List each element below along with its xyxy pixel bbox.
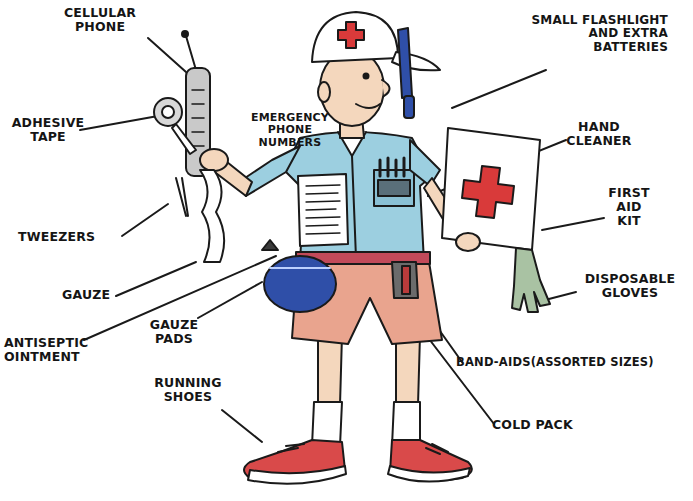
shoe-laces: [278, 444, 304, 452]
part-label: FIRST AID KIT: [604, 186, 654, 228]
tape-core: [162, 106, 174, 118]
band-aid-pouch: [402, 266, 410, 294]
leader-line: [148, 38, 186, 72]
sleeve: [410, 140, 440, 186]
red-cross: [338, 22, 364, 48]
leader-line: [116, 262, 196, 296]
nose: [382, 80, 390, 96]
part-label: SMALL FLASHLIGHT AND EXTRA BATTERIES: [528, 14, 668, 54]
smile: [356, 104, 380, 108]
red-cross: [462, 166, 514, 218]
emergency-list: [298, 174, 348, 246]
part-label: HAND CLEANER: [556, 120, 642, 148]
phone-keys: [192, 90, 204, 146]
antenna: [186, 36, 196, 70]
antenna-tip: [182, 31, 188, 37]
disposable-glove: [512, 248, 550, 312]
shirt-placket: [352, 156, 356, 258]
leg: [396, 335, 420, 405]
pack-zipper: [270, 267, 330, 269]
shoe-laces: [426, 444, 448, 454]
eye: [364, 74, 369, 79]
hand-cleaner-bottle: [378, 180, 410, 196]
part-label: BAND-AIDS(ASSORTED SIZES): [456, 356, 692, 369]
ear: [318, 82, 330, 102]
tape-roll: [154, 98, 182, 126]
tape-strip: [172, 124, 196, 154]
part-label: GAUZE: [62, 288, 122, 302]
fanny-pack: [264, 256, 336, 312]
part-label: COLD PACK: [492, 418, 602, 432]
part-label: GAUZE PADS: [142, 318, 206, 346]
leader-line: [542, 218, 604, 230]
leg: [318, 335, 342, 405]
pens: [380, 158, 404, 176]
cap: [312, 12, 398, 62]
cold-pack: [392, 262, 418, 298]
leader-line: [198, 282, 262, 318]
part-label: TWEEZERS: [18, 230, 122, 244]
tweezers: [176, 178, 188, 216]
part-label: EMERGENCY PHONE NUMBERS: [244, 112, 336, 149]
ointment-tube: [262, 240, 278, 250]
leader-line: [222, 410, 262, 442]
leader-lines: [80, 38, 604, 442]
leader-line: [452, 70, 546, 108]
leader-line: [545, 292, 576, 300]
shoe-sole: [248, 466, 346, 484]
hand: [200, 149, 228, 171]
part-label: CELLULAR PHONE: [52, 6, 148, 34]
leader-line: [80, 116, 158, 130]
small-flashlight: [404, 96, 414, 118]
part-label: ANTISEPTIC OINTMENT: [4, 336, 108, 364]
hand: [456, 233, 480, 251]
flashlight-band: [398, 28, 412, 98]
list-lines: [306, 185, 340, 234]
part-label: ADHESIVE TAPE: [6, 116, 90, 144]
part-label: DISPOSABLE GLOVES: [574, 272, 686, 300]
part-label: RUNNING SHOES: [146, 376, 230, 404]
first-aid-kit: [442, 128, 540, 250]
leader-line: [122, 204, 168, 236]
shoe-sole: [388, 466, 470, 482]
gauze-strip: [200, 170, 224, 262]
